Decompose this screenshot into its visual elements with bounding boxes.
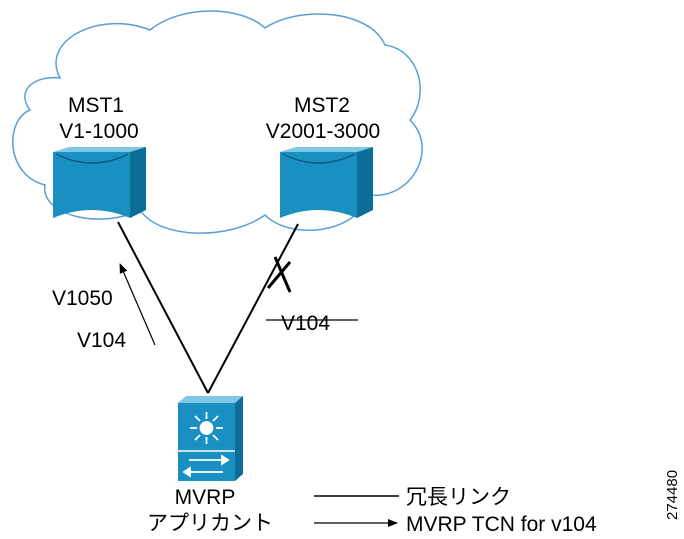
link-mst1-to-mvrp	[117, 221, 209, 394]
mst2-name: MST2	[294, 94, 350, 117]
left-vlan-label: V104	[77, 329, 126, 352]
device-label: アプリカント	[147, 512, 273, 535]
layer2-switch-icon	[53, 147, 146, 218]
legend-redundant-link-label: 冗長リンク	[406, 486, 511, 509]
multilayer-switch-icon	[178, 396, 243, 481]
layer2-switch-icon	[280, 147, 373, 218]
mst1-vlan-range: V1-1000	[59, 120, 138, 143]
mst1-name: MST1	[68, 94, 124, 117]
device-label: MVRP	[175, 486, 236, 509]
tcn-propagation-arrow	[119, 263, 156, 346]
legend-tcn-label: MVRP TCN for v104	[406, 513, 597, 536]
link-mst2-to-mvrp	[207, 223, 299, 394]
right-vlan-label: V104	[281, 312, 330, 335]
left-vlan-label: V1050	[52, 287, 113, 310]
mst2-vlan-range: V2001-3000	[266, 120, 380, 143]
x-mark-icon	[266, 256, 292, 293]
figure-id: 274480	[664, 470, 681, 520]
